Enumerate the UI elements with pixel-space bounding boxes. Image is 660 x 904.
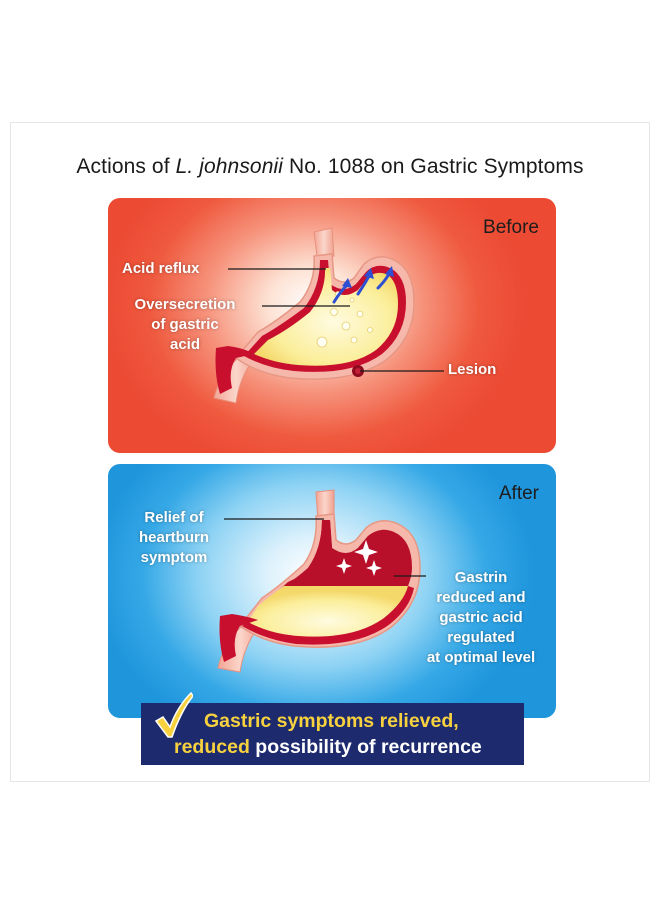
sparkle-icon <box>366 560 382 576</box>
sparkle-icon <box>354 540 378 564</box>
before-panel: Before Acid reflux Oversecretion of gast… <box>108 198 556 453</box>
stomach-before-illustration <box>213 227 444 404</box>
figure-title: Actions of L. johnsonii No. 1088 on Gast… <box>76 155 584 178</box>
gastrin-label: Gastrin reduced and gastric acid regulat… <box>426 569 536 666</box>
oversecretion-label: Oversecretion of gastric acid <box>134 296 236 353</box>
relief-label: Relief of heartburn symptom <box>138 509 209 566</box>
acid-reflux-label: Acid reflux <box>122 260 200 277</box>
after-label: After <box>498 483 539 504</box>
stomach-after-illustration <box>217 489 426 673</box>
sparkle-icon <box>336 558 352 574</box>
check-icon <box>154 691 193 738</box>
lesion-label: Lesion <box>448 361 497 378</box>
banner-line-2: reduced possibility of recurrence <box>174 736 482 758</box>
banner-line-1: Gastric symptoms relieved, <box>204 710 459 732</box>
after-panel: After Relief of heartburn symptom Gastri… <box>108 464 556 718</box>
bacteria-name: L. johnsonii <box>175 155 284 178</box>
conclusion-banner: Gastric symptoms relieved, reduced possi… <box>141 691 524 765</box>
before-label: Before <box>483 217 539 238</box>
